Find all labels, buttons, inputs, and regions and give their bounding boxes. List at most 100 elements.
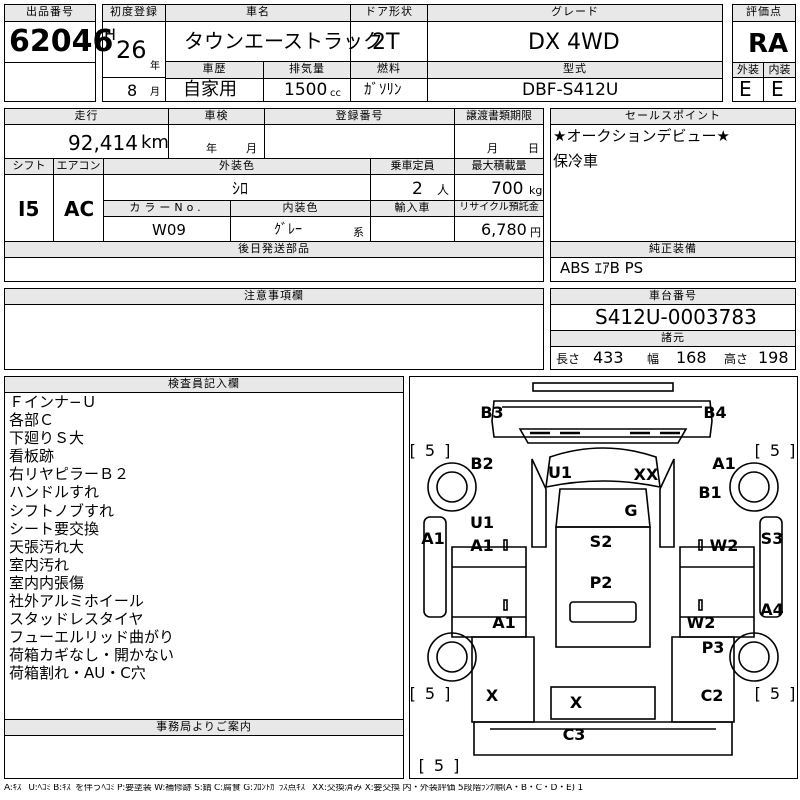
inspector-note: 荷箱カギなし・開かない xyxy=(9,646,175,665)
selling-points-label: セールスポイント xyxy=(550,108,796,125)
displacement-value: 1500 xyxy=(284,80,328,100)
office-info-cell xyxy=(4,735,404,779)
inspector-notes-label: 検査員記入欄 xyxy=(4,376,404,393)
displacement-unit: cc xyxy=(330,88,341,99)
inspection-month-unit: 月 xyxy=(246,142,257,155)
shift-label: シフト xyxy=(4,158,54,175)
car-name-value: タウンエーストラック xyxy=(184,29,383,53)
history-value: 自家用 xyxy=(183,79,237,100)
height-label: 高さ xyxy=(724,352,749,366)
import-cell xyxy=(370,216,455,242)
damage-code: S2 xyxy=(589,532,613,551)
damage-code: W2 xyxy=(709,536,739,555)
fuel-value: ｶﾞｿﾘﾝ xyxy=(364,80,402,98)
registration-month: 8 xyxy=(127,81,138,100)
inspector-note: 天張汚れ大 xyxy=(9,537,85,556)
grade-value: DX 4WD xyxy=(528,30,620,55)
damage-legend: A:ｷｽﾞ U:ﾍｺﾐ B:ｷｽﾞを伴うﾍｺﾐ P:要塗装 W:補修跡 S:錆 … xyxy=(4,784,583,793)
damage-code: B3 xyxy=(480,403,504,422)
recycle-deposit-value: 6,780 xyxy=(481,220,527,239)
deadline-day-unit: 日 xyxy=(528,142,539,155)
exterior-score-value: E xyxy=(739,77,752,101)
exterior-score-label: 外装 xyxy=(732,62,764,78)
inspector-note: 社外アルミホイール xyxy=(9,592,144,611)
inspector-note: 各部Ｃ xyxy=(9,411,55,430)
car-name-label: 車名 xyxy=(165,4,351,22)
equipment-value: ABS ｴｱB PS xyxy=(560,259,644,277)
tire-mark-rear-left: [ 5 ] xyxy=(409,684,453,703)
equipment-label: 純正装備 xyxy=(550,241,796,258)
interior-color-suffix: 系 xyxy=(353,226,364,239)
damage-code: A1 xyxy=(712,454,736,473)
damage-code: S3 xyxy=(760,529,784,548)
damage-code: W2 xyxy=(686,613,716,632)
lot-number-label: 出品番号 xyxy=(4,4,96,22)
score-label: 評価点 xyxy=(732,4,796,22)
history-label: 車歴 xyxy=(165,61,264,79)
notes-label: 注意事項欄 xyxy=(4,288,544,305)
inspector-note: 荷箱割れ・AU・C穴 xyxy=(9,664,146,683)
damage-code: XX xyxy=(633,465,659,484)
import-label: 輸入車 xyxy=(370,200,455,217)
exterior-color-value: ｼﾛ xyxy=(232,179,249,198)
interior-color-value: ｸﾞﾚｰ xyxy=(274,222,302,238)
recycle-deposit-label: リサイクル預託金 xyxy=(454,200,544,217)
recycle-deposit-unit: 円 xyxy=(530,226,541,239)
capacity-value: 2 xyxy=(412,179,423,199)
door-type-label: ドア形状 xyxy=(350,4,428,22)
later-parts-cell xyxy=(4,257,544,282)
inspector-note: 室内内張傷 xyxy=(9,573,85,592)
chassis-number-label: 車台番号 xyxy=(550,288,796,305)
damage-code: C2 xyxy=(700,686,724,705)
model-label: 型式 xyxy=(427,61,723,79)
plate-number-label: 登録番号 xyxy=(264,108,455,125)
damage-code: A1 xyxy=(470,536,494,555)
mileage-unit: km xyxy=(141,132,169,153)
inspector-note: フューエルリッド曲がり xyxy=(9,628,175,647)
damage-code: A1 xyxy=(492,613,516,632)
inspector-note: ハンドルすれ xyxy=(9,483,100,502)
mileage-value: 92,414 xyxy=(68,131,138,155)
era-marker: H xyxy=(104,25,117,44)
max-load-unit: kg xyxy=(529,184,543,197)
inspector-note: 右リヤピラーＢ２ xyxy=(9,465,130,484)
damage-code: B4 xyxy=(703,403,727,422)
height-value: 198 xyxy=(758,348,789,367)
first-registration-label: 初度登録 xyxy=(102,4,166,22)
inspector-notes-list: Ｆインナ−Ｕ 各部Ｃ 下廻りＳ大 看板跡 右リヤピラーＢ２ ハンドルすれ シフト… xyxy=(9,394,399,685)
registration-year: 26 xyxy=(116,36,147,64)
chassis-number-value: S412U-0003783 xyxy=(595,305,757,329)
width-label: 幅 xyxy=(647,352,660,366)
model-value: DBF-S412U xyxy=(522,80,619,100)
color-number-value: W09 xyxy=(152,221,186,239)
notes-cell xyxy=(4,304,544,370)
capacity-unit: 人 xyxy=(437,183,450,197)
inspector-note: 看板跡 xyxy=(9,447,55,466)
length-value: 433 xyxy=(593,348,624,367)
month-unit: 月 xyxy=(150,87,160,98)
door-type-value: 2T xyxy=(372,30,400,55)
damage-code: U1 xyxy=(547,463,573,482)
inspection-label: 車検 xyxy=(168,108,265,125)
office-info-label: 事務局よりご案内 xyxy=(4,719,404,736)
tire-mark-front-left: [ 5 ] xyxy=(409,441,453,460)
tire-mark-front-right: [ 5 ] xyxy=(754,441,798,460)
damage-code: B1 xyxy=(698,483,722,502)
equipment-cell xyxy=(550,257,796,282)
document-deadline-label: 譲渡書類期限 xyxy=(454,108,544,125)
exterior-color-label: 外装色 xyxy=(103,158,371,175)
interior-color-label: 内装色 xyxy=(230,200,371,217)
displacement-label: 排気量 xyxy=(263,61,351,79)
inspector-note: シフトノブすれ xyxy=(9,501,115,520)
deadline-month-unit: 月 xyxy=(487,142,498,155)
lot-number-blank xyxy=(4,62,96,102)
damage-code: P3 xyxy=(701,638,725,657)
mileage-label: 走行 xyxy=(4,108,169,125)
inspector-note: 下廻りＳ大 xyxy=(9,429,85,448)
vehicle-outline xyxy=(423,382,783,756)
capacity-label: 乗車定員 xyxy=(370,158,455,175)
damage-code: C3 xyxy=(562,725,586,744)
model-cell xyxy=(427,78,723,102)
inspection-year-unit: 年 xyxy=(206,142,217,155)
grade-label: グレード xyxy=(427,4,723,22)
